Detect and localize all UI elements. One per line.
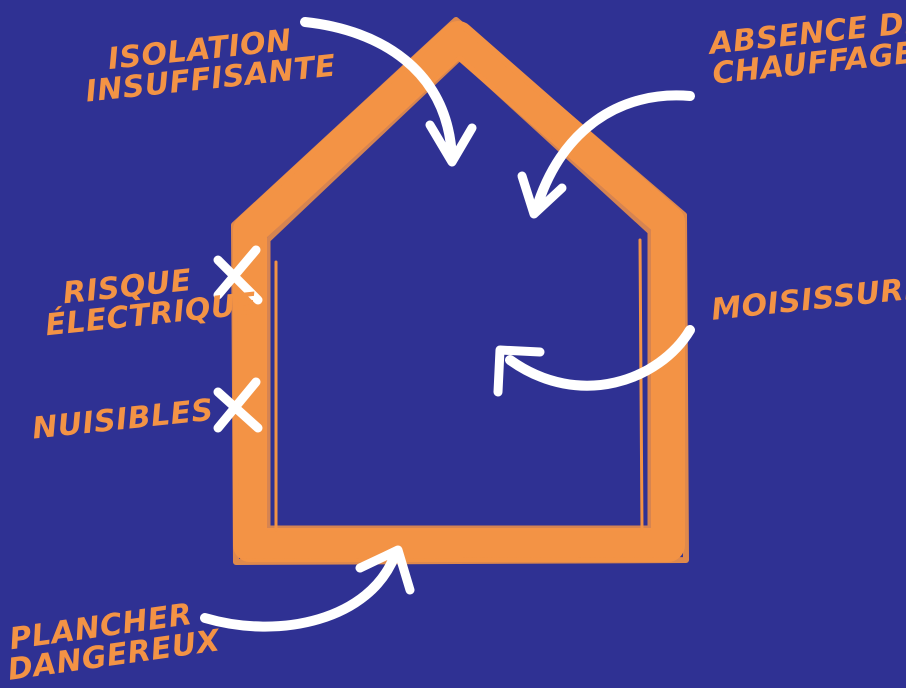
label-risque-electrique: RISQUE ÉLECTRIQUE <box>41 263 259 343</box>
house-stroke-texture-4 <box>638 238 644 532</box>
house-stroke-main <box>233 21 685 562</box>
electrique-cross-icon <box>213 245 263 305</box>
isolation-arrow <box>300 17 477 167</box>
plancher-arrow <box>200 545 415 632</box>
nuisibles-cross-icon <box>213 377 263 433</box>
house-stroke-texture-outer <box>231 17 689 565</box>
moisissures-arrow <box>493 325 695 397</box>
arrows <box>200 17 695 632</box>
chauffage-arrow <box>517 90 695 219</box>
house-outline <box>231 17 689 565</box>
